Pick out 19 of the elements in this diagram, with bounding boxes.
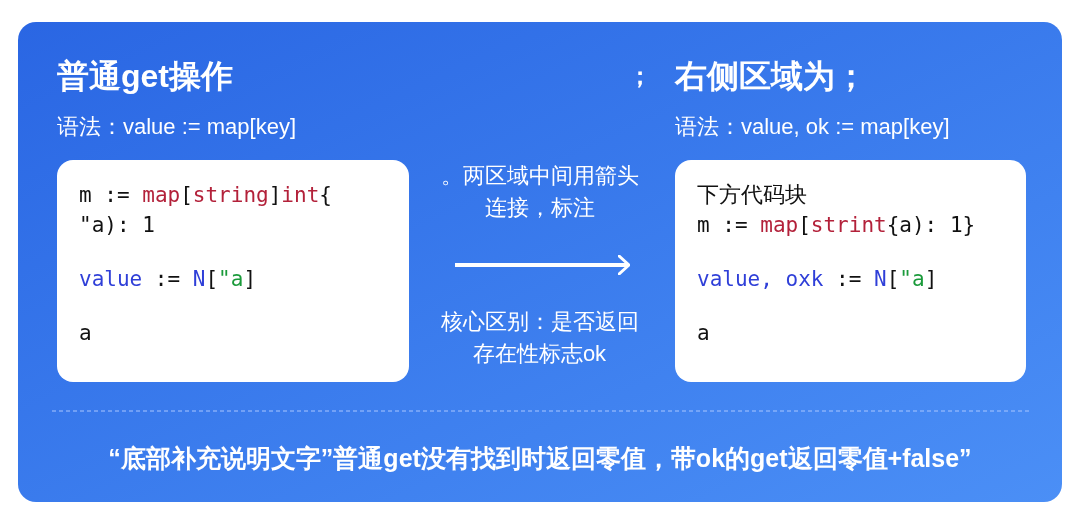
arrow bbox=[455, 254, 631, 276]
note-text: 核心区别：是否返回存在性标志ok bbox=[439, 308, 640, 368]
section-heading: 普通get操作 bbox=[57, 57, 233, 96]
code-heading: 下方代码块 bbox=[697, 181, 808, 209]
syntax-text: 语法：value, ok := map[key] bbox=[675, 113, 950, 141]
code-card bbox=[57, 160, 409, 382]
code-line: value := N["a] bbox=[79, 266, 258, 293]
code-card bbox=[675, 160, 1026, 382]
note-text: 。两区域中间用箭头连接，标注 bbox=[439, 162, 640, 222]
code-line: m := map[strint{a): 1} bbox=[697, 212, 977, 239]
caption: “底部补充说明文字”普通get没有找到时返回零值，带ok的get返回零值+false” bbox=[107, 443, 973, 474]
code-line: a bbox=[697, 320, 711, 347]
syntax-text: 语法：value := map[key] bbox=[57, 113, 297, 141]
code-line: "a): 1 bbox=[79, 212, 156, 239]
punctuation-text: ； bbox=[628, 61, 652, 91]
code-line: value, oxk := N["a] bbox=[697, 266, 939, 293]
code-line: a bbox=[79, 320, 93, 347]
section-heading: 右侧区域为； bbox=[675, 57, 867, 96]
code-line: m := map[string]int{ bbox=[79, 182, 333, 209]
